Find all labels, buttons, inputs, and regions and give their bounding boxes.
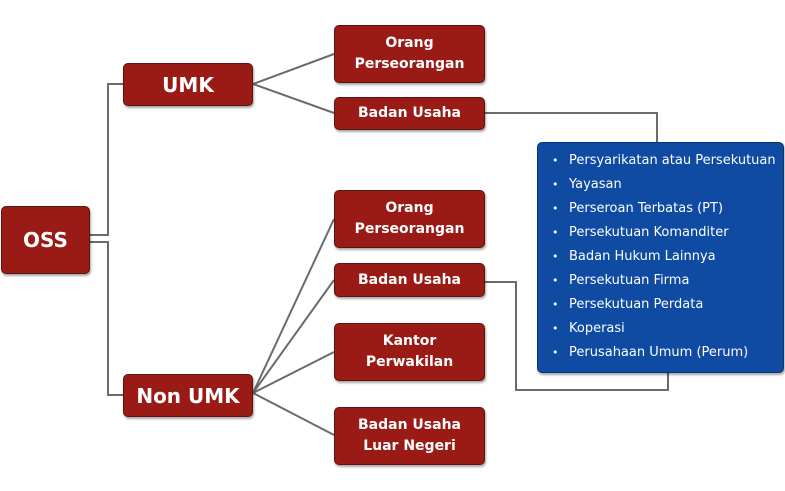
connector-umk-badan (252, 83, 335, 114)
connector-nonumk-badan-list (485, 281, 669, 391)
connector-oss-umk (90, 83, 123, 236)
node-umk-badan-usaha: Badan Usaha (334, 97, 485, 130)
node-non-umk: Non UMK (123, 374, 253, 417)
node-nonumk-orang-perseorangan: Orang Perseorangan (334, 190, 485, 248)
list-item: Perusahaan Umum (Perum) (552, 343, 783, 367)
node-umk-orang-perseorangan: Orang Perseorangan (334, 25, 485, 83)
node-umk-label: UMK (162, 72, 214, 97)
badan-usaha-types-box: Persyarikatan atau Persekutuan Yayasan P… (537, 142, 784, 373)
connector-nonumk-kantor (252, 351, 335, 394)
node-umk-orang-perseorangan-label: Orang Perseorangan (354, 35, 465, 72)
node-umk-badan-usaha-label: Badan Usaha (358, 105, 461, 121)
list-item: Persekutuan Komanditer (552, 223, 783, 247)
connector-umk-badan-list (485, 112, 658, 142)
node-nonumk-orang-perseorangan-label: Orang Perseorangan (354, 200, 465, 237)
connector-nonumk-badan (252, 279, 335, 394)
list-item: Persekutuan Firma (552, 271, 783, 295)
connector-oss-non-umk (90, 241, 123, 396)
node-nonumk-badan-usaha-label: Badan Usaha (358, 271, 461, 288)
badan-usaha-types-list: Persyarikatan atau Persekutuan Yayasan P… (552, 151, 783, 367)
node-nonumk-badan-usaha-luar-negeri: Badan Usaha Luar Negeri (334, 407, 485, 465)
node-oss: OSS (1, 206, 90, 274)
list-item: Badan Hukum Lainnya (552, 247, 783, 271)
node-nonumk-kantor-perwakilan-label: Kantor Perwakilan (365, 333, 454, 370)
node-nonumk-badan-usaha-luar-negeri-label: Badan Usaha Luar Negeri (358, 417, 461, 454)
connector-nonumk-orang (252, 218, 335, 394)
node-oss-label: OSS (23, 228, 68, 252)
node-nonumk-badan-usaha: Badan Usaha (334, 263, 485, 297)
list-item: Persekutuan Perdata (552, 295, 783, 319)
list-item: Persyarikatan atau Persekutuan (552, 151, 783, 175)
node-umk: UMK (123, 63, 253, 106)
node-nonumk-kantor-perwakilan: Kantor Perwakilan (334, 323, 485, 381)
list-item: Yayasan (552, 175, 783, 199)
node-non-umk-label: Non UMK (136, 383, 240, 408)
connector-umk-orang (252, 53, 335, 85)
list-item: Perseroan Terbatas (PT) (552, 199, 783, 223)
connector-nonumk-luar (252, 392, 335, 436)
list-item: Koperasi (552, 319, 783, 343)
